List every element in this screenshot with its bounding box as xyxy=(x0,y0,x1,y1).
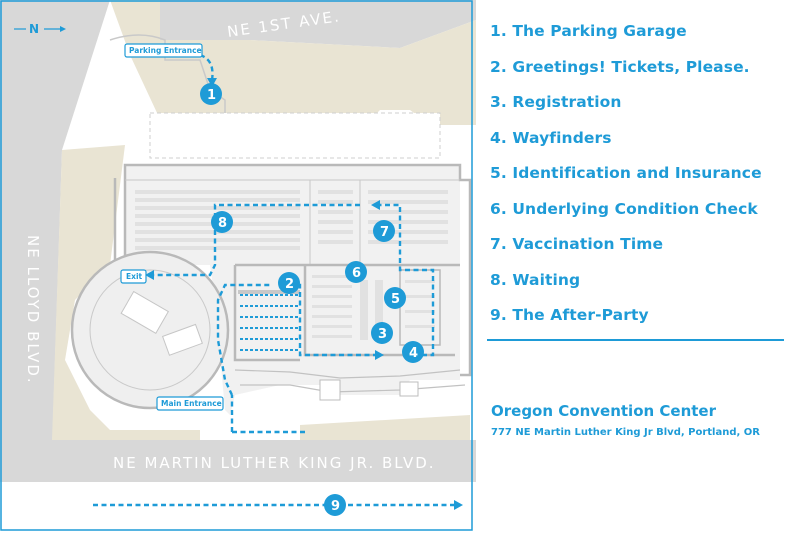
legend: 1. The Parking Garage 2. Greetings! Tick… xyxy=(490,14,790,334)
venue-address: 777 NE Martin Luther King Jr Blvd, Portl… xyxy=(491,427,760,438)
marker-9[interactable]: 9 xyxy=(324,494,346,516)
legend-item-waiting: 8. Waiting xyxy=(490,270,581,289)
legend-item-parking-garage: 1. The Parking Garage xyxy=(490,22,687,40)
street-label-lloyd-blvd: NE LLOYD BLVD. xyxy=(24,235,42,385)
main-entrance-text: Main Entrance xyxy=(161,399,222,408)
parking-entrance-text: Parking Entrance xyxy=(129,46,202,55)
svg-text:3: 3 xyxy=(378,327,387,342)
svg-text:7: 7 xyxy=(380,225,389,240)
svg-text:1: 1 xyxy=(207,88,216,103)
1st-ave-road xyxy=(160,0,476,48)
legend-divider xyxy=(487,339,784,341)
map-border xyxy=(0,0,473,531)
marker-8[interactable]: 8 xyxy=(211,211,233,233)
marker-6[interactable]: 6 xyxy=(345,261,367,283)
lloyd-blvd-road xyxy=(0,0,110,450)
marker-3[interactable]: 3 xyxy=(371,322,393,344)
main-entrance-label: Main Entrance xyxy=(156,396,224,411)
venue-map: NE 1ST AVE. NE LLOYD BLVD. NE MARTIN LUT… xyxy=(0,0,476,531)
parking-entrance-label: Parking Entrance xyxy=(124,43,203,58)
streets xyxy=(0,0,476,482)
svg-text:2: 2 xyxy=(285,277,294,292)
svg-text:9: 9 xyxy=(331,499,340,514)
legend-item-condition-check: 6. Underlying Condition Check xyxy=(490,199,758,218)
north-label: N xyxy=(29,22,39,36)
legend-item-vaccination: 7. Vaccination Time xyxy=(490,235,664,253)
mlk-blvd-road xyxy=(0,440,476,482)
legend-item-greetings: 2. Greetings! Tickets, Please. xyxy=(490,57,750,76)
north-arrow: N xyxy=(14,22,66,36)
exit-label: Exit xyxy=(120,269,147,284)
marker-7[interactable]: 7 xyxy=(373,220,395,242)
street-label-mlk-blvd: NE MARTIN LUTHER KING JR. BLVD. xyxy=(113,454,436,472)
legend-item-identification: 5. Identification and Insurance xyxy=(490,164,762,182)
svg-text:5: 5 xyxy=(391,292,400,307)
svg-text:6: 6 xyxy=(352,266,361,281)
marker-1[interactable]: 1 xyxy=(200,83,222,105)
venue-info: Oregon Convention Center 777 NE Martin L… xyxy=(491,402,791,438)
exit-text: Exit xyxy=(126,272,143,281)
parking-garage xyxy=(109,34,441,159)
legend-item-after-party: 9. The After-Party xyxy=(490,306,649,324)
svg-text:8: 8 xyxy=(218,216,227,231)
venue-name: Oregon Convention Center xyxy=(491,402,717,420)
legend-item-registration: 3. Registration xyxy=(490,93,622,111)
svg-text:4: 4 xyxy=(409,346,418,361)
marker-4[interactable]: 4 xyxy=(402,341,424,363)
legend-item-wayfinders: 4. Wayfinders xyxy=(490,128,612,147)
arena xyxy=(70,250,230,410)
marker-5[interactable]: 5 xyxy=(384,287,406,309)
marker-2[interactable]: 2 xyxy=(278,272,300,294)
